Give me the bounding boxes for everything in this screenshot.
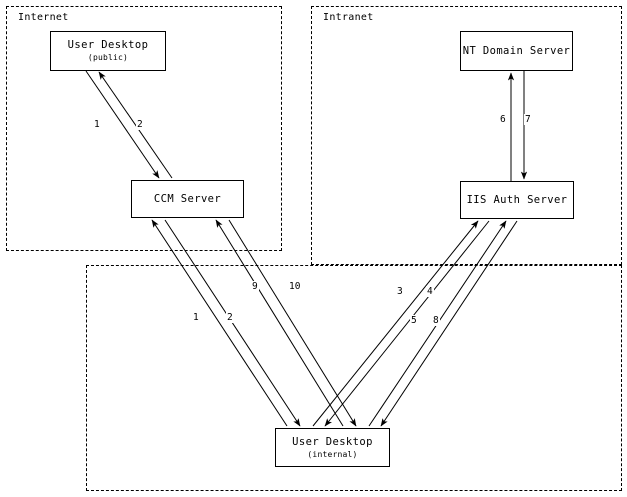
flow-line-10-ccm-to-internal (228, 219, 357, 427)
step-label-9: 9 (251, 281, 259, 292)
flow-line-4-iis-to-internal (324, 220, 490, 427)
step-label-2-internal: 2 (226, 312, 234, 323)
zone-intranet (311, 6, 622, 265)
step-label-6: 6 (499, 114, 507, 125)
flow-line-1-public-to-ccm (85, 70, 160, 179)
zone-internal-lan (86, 265, 622, 491)
step-label-8: 8 (432, 315, 440, 326)
flow-line-8-iis-to-internal (380, 220, 518, 427)
node-title: IIS Auth Server (466, 193, 568, 206)
flow-line-2-ccm-to-public (98, 71, 173, 179)
node-subtitle: (public) (87, 53, 129, 62)
node-user-desktop-public[interactable]: User Desktop (public) (50, 31, 166, 71)
node-title: NT Domain Server (462, 44, 571, 57)
node-title: User Desktop (67, 39, 149, 51)
step-label-2-public: 2 (136, 119, 144, 130)
step-label-7: 7 (524, 114, 532, 125)
node-title: CCM Server (153, 192, 222, 205)
flow-line-2b-ccm-to-internal (164, 219, 301, 427)
flow-line-1b-internal-to-ccm (151, 219, 288, 427)
zone-intranet-label: Intranet (323, 12, 374, 23)
node-subtitle: (internal) (307, 449, 358, 459)
node-user-desktop-internal[interactable]: User Desktop (internal) (275, 428, 390, 467)
node-iis-auth-server[interactable]: IIS Auth Server (460, 181, 574, 219)
step-label-5: 5 (410, 315, 418, 326)
step-label-1-internal: 1 (192, 312, 200, 323)
zone-internet-label: Internet (18, 12, 69, 23)
zone-internet (6, 6, 282, 251)
flow-line-9-internal-to-ccm (215, 219, 344, 427)
step-label-1-public: 1 (93, 119, 101, 130)
step-label-10: 10 (288, 281, 302, 292)
node-title: User Desktop (292, 435, 373, 448)
flow-line-3-internal-to-iis (312, 220, 479, 427)
node-ccm-server[interactable]: CCM Server (131, 180, 244, 218)
node-nt-domain-server[interactable]: NT Domain Server (460, 31, 573, 71)
step-label-4: 4 (426, 286, 434, 297)
step-label-3: 3 (396, 286, 404, 297)
